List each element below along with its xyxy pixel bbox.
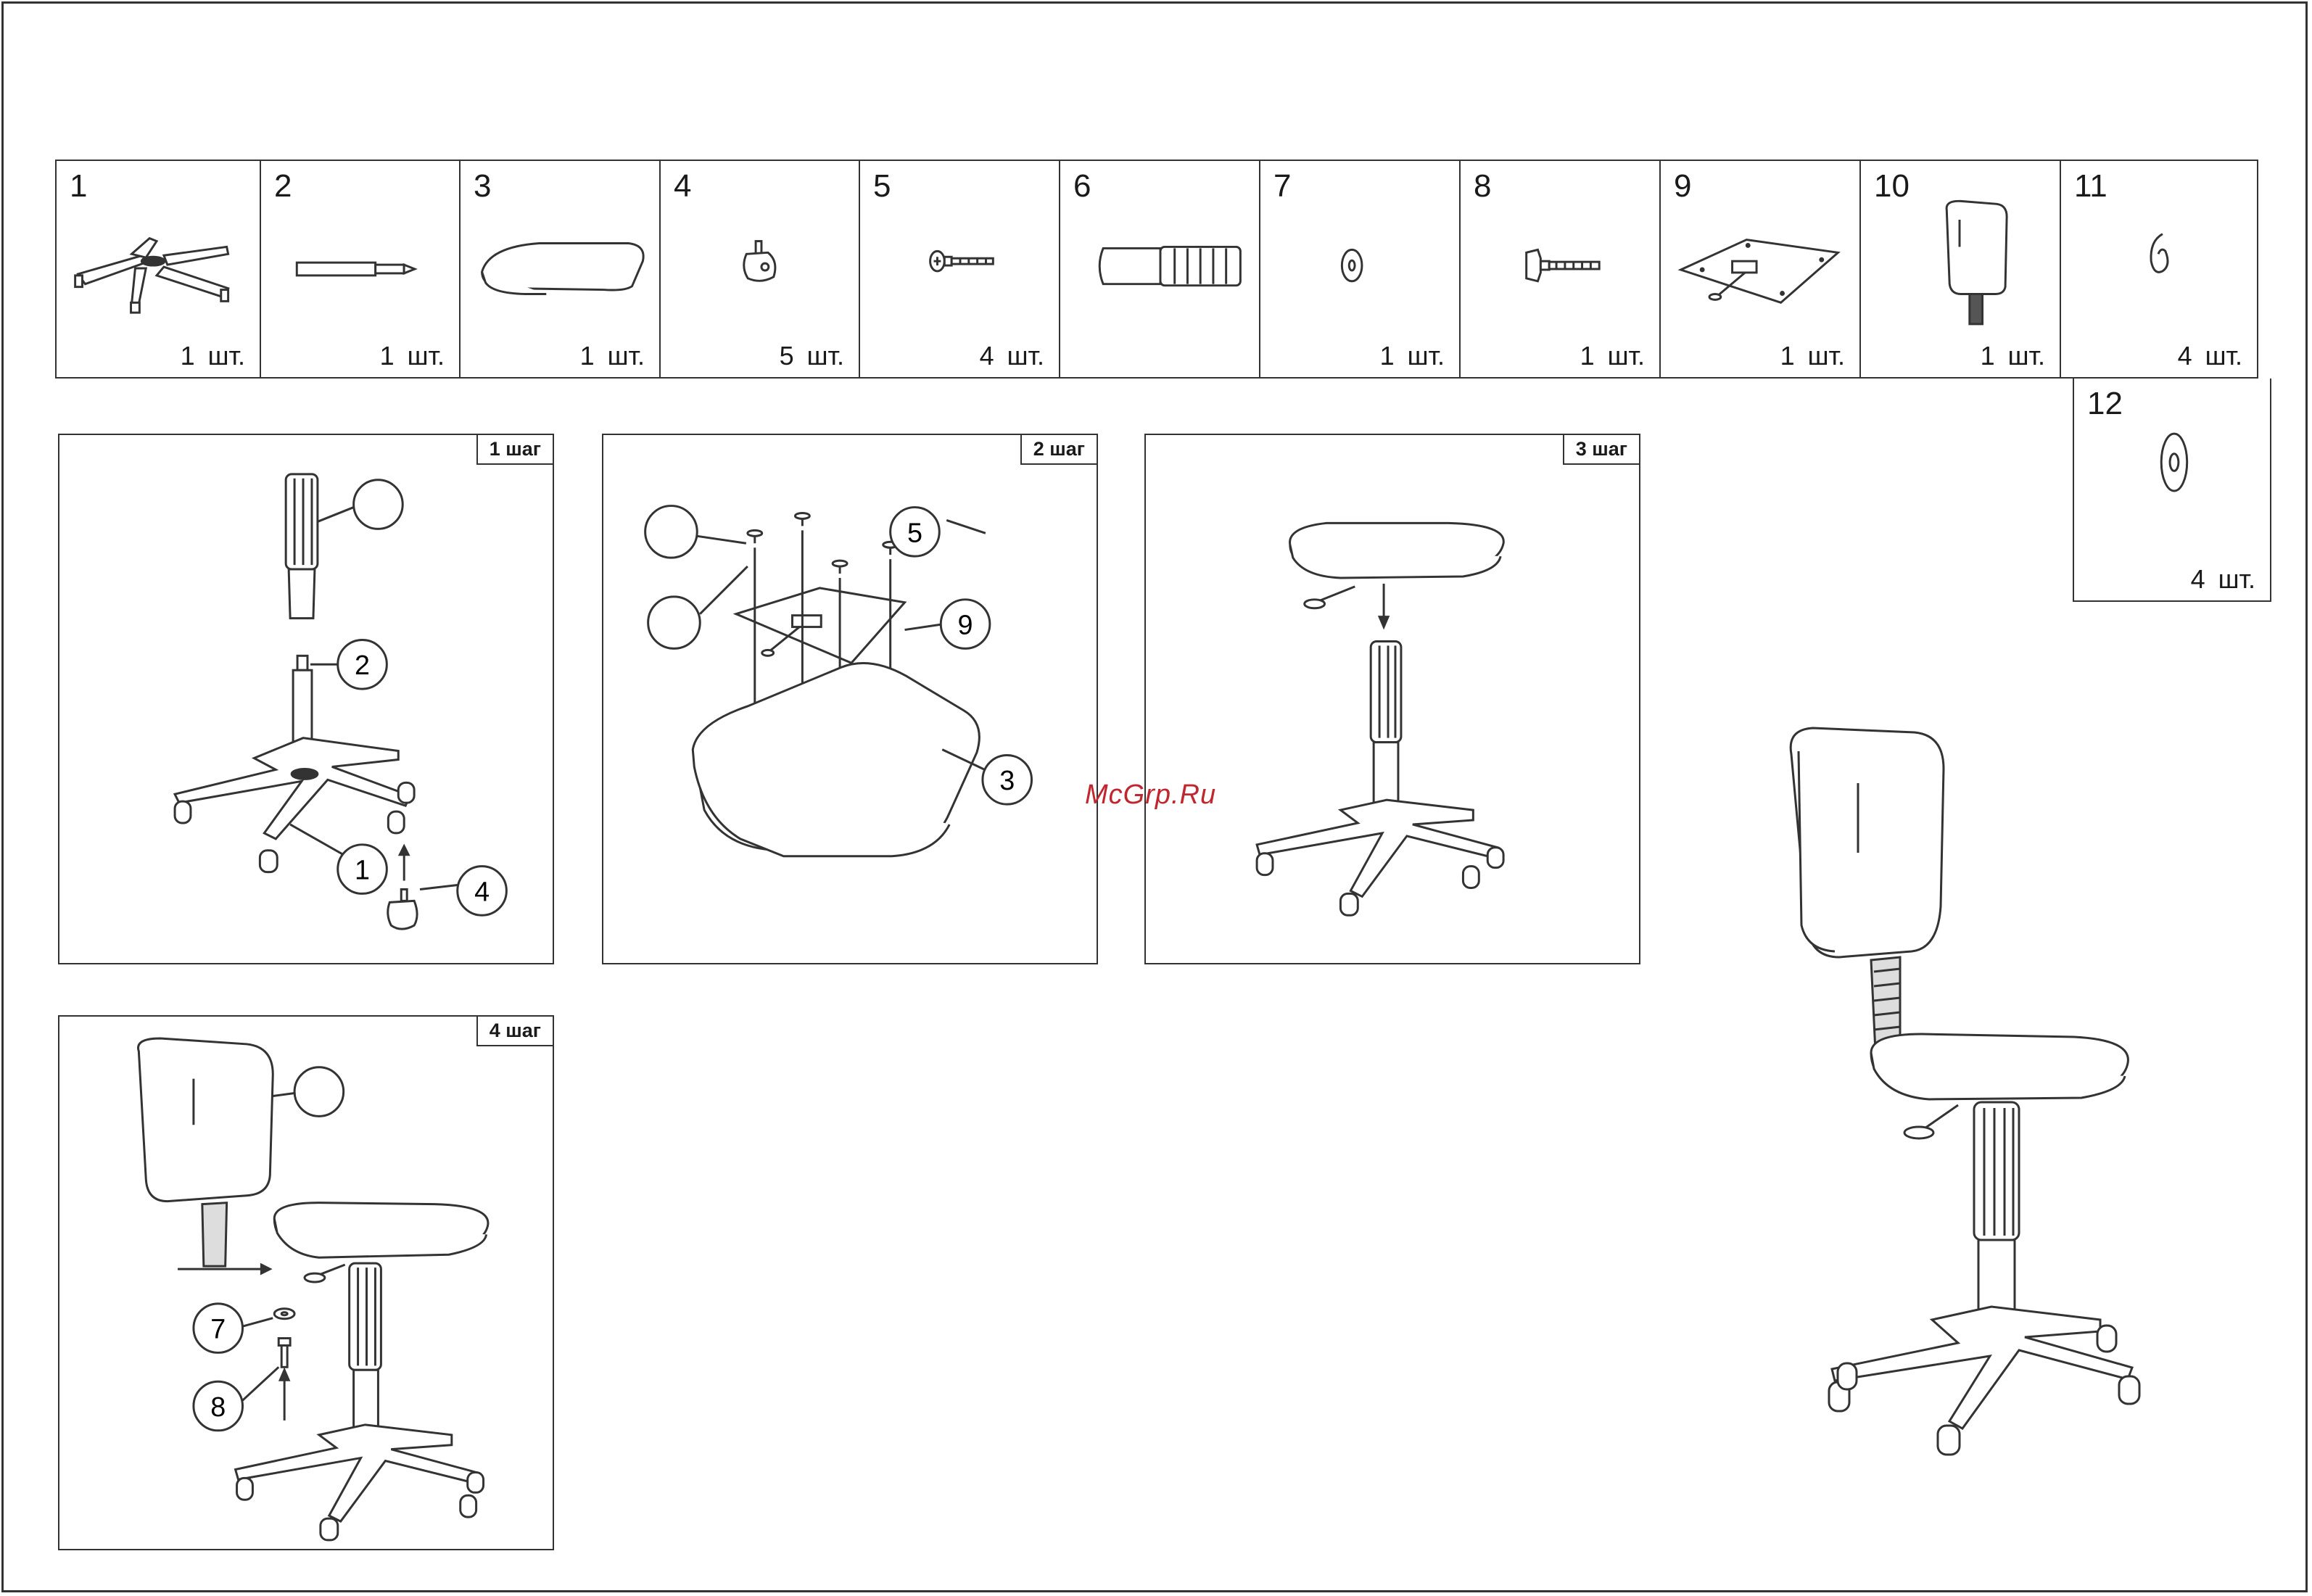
callout-label: 3 — [999, 766, 1015, 796]
part-qty: 1 шт. — [1981, 341, 2045, 371]
part-cell-9: 9 1 шт. — [1659, 160, 1861, 379]
step-4-illustration: 7 8 — [59, 1017, 553, 1549]
part-qty: 1 шт. — [181, 341, 245, 371]
callout-label: 4 — [474, 877, 490, 907]
callout-label: 7 — [210, 1315, 226, 1345]
cylinder-cover-icon — [1060, 161, 1259, 377]
callout-label: 5 — [907, 518, 922, 548]
part-cell-7: 7 1 шт. — [1259, 160, 1461, 379]
part-qty: 1 шт. — [580, 341, 645, 371]
part-cell-12: 12 4 шт. — [2073, 379, 2271, 602]
part-cell-11: 11 4 шт. — [2060, 160, 2258, 379]
part-cell-2: 2 1 шт. — [260, 160, 461, 379]
part-cell-6: 6 — [1059, 160, 1260, 379]
step-3-illustration — [1146, 435, 1639, 963]
part-cell-10: 10 1 шт. — [1859, 160, 2061, 379]
step-2-panel: 2 шаг — [602, 434, 1098, 964]
part-cell-4: 4 5 шт. — [659, 160, 860, 379]
part-qty: 1 шт. — [380, 341, 445, 371]
step-2-illustration: 5 9 3 — [603, 435, 1097, 963]
part-qty: 1 шт. — [1780, 341, 1845, 371]
step-3-panel: 3 шаг — [1144, 434, 1640, 964]
callout-label: 2 — [355, 650, 370, 681]
part-qty: 5 шт. — [780, 341, 844, 371]
watermark: McGrp.Ru — [1085, 780, 1216, 811]
part-cell-1: 1 1 шт. — [55, 160, 261, 379]
part-cell-5: 5 4 шт. — [859, 160, 1060, 379]
assembled-chair-illustration — [1770, 718, 2176, 1487]
part-qty: 4 шт. — [980, 341, 1044, 371]
part-qty: 4 шт. — [2178, 341, 2242, 371]
callout-label: 1 — [355, 856, 370, 886]
part-qty: 1 шт. — [1580, 341, 1645, 371]
step-4-panel: 4 шаг — [58, 1015, 554, 1550]
part-qty: 1 шт. — [1380, 341, 1445, 371]
part-cell-3: 3 1 шт. — [459, 160, 661, 379]
step-1-panel: 1 шаг 2 — [58, 434, 554, 964]
parts-list: 1 1 шт. 2 1 шт. — [57, 160, 2258, 379]
part-cell-8: 8 1 шт. — [1459, 160, 1661, 379]
part-qty: 4 шт. — [2191, 564, 2255, 595]
step-1-illustration: 2 1 4 — [59, 435, 553, 963]
callout-label: 8 — [210, 1392, 226, 1423]
callout-label: 9 — [958, 611, 973, 641]
